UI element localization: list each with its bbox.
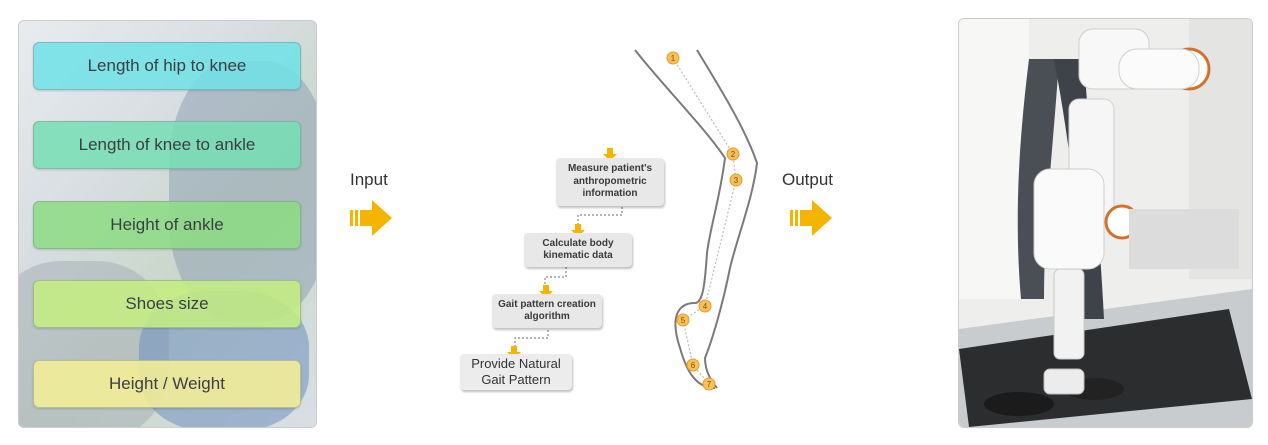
param-shoe-size: Shoes size — [33, 280, 301, 328]
param-knee-ankle: Length of knee to ankle — [33, 121, 301, 169]
input-label: Input — [350, 170, 388, 189]
gait-robot-illustration — [959, 19, 1252, 427]
flow-step-measure: Measure patient's anthropometric informa… — [556, 158, 664, 206]
leg-marker-3: 3 — [734, 176, 739, 185]
output-arrow-icon — [790, 200, 832, 236]
leg-marker-4: 4 — [703, 302, 708, 311]
leg-diagram: 1 2 3 4 5 6 7 — [634, 49, 759, 391]
leg-marker-7: 7 — [707, 380, 712, 389]
background-photo — [169, 61, 316, 321]
robot-photo — [958, 18, 1253, 428]
input-arrow-icon — [350, 200, 392, 236]
output-label: Output — [782, 170, 834, 189]
leg-marker-1: 1 — [671, 54, 676, 63]
flow-step-calculate: Calculate body kinematic data — [524, 233, 632, 267]
param-ankle-height: Height of ankle — [33, 201, 301, 249]
flow-step-provide: Provide Natural Gait Pattern — [460, 354, 572, 390]
flow-arrow-icon — [603, 148, 617, 161]
flow-connectors — [514, 207, 623, 348]
input-parameters-panel: Length of hip to knee Length of knee to … — [18, 20, 317, 428]
param-hip-knee: Length of hip to knee — [33, 42, 301, 90]
param-height-weight: Height / Weight — [33, 360, 301, 408]
leg-marker-2: 2 — [731, 150, 736, 159]
leg-marker-5: 5 — [681, 316, 686, 325]
flow-step-algorithm: Gait pattern creation algorithm — [492, 294, 602, 328]
leg-marker-6: 6 — [691, 361, 696, 370]
